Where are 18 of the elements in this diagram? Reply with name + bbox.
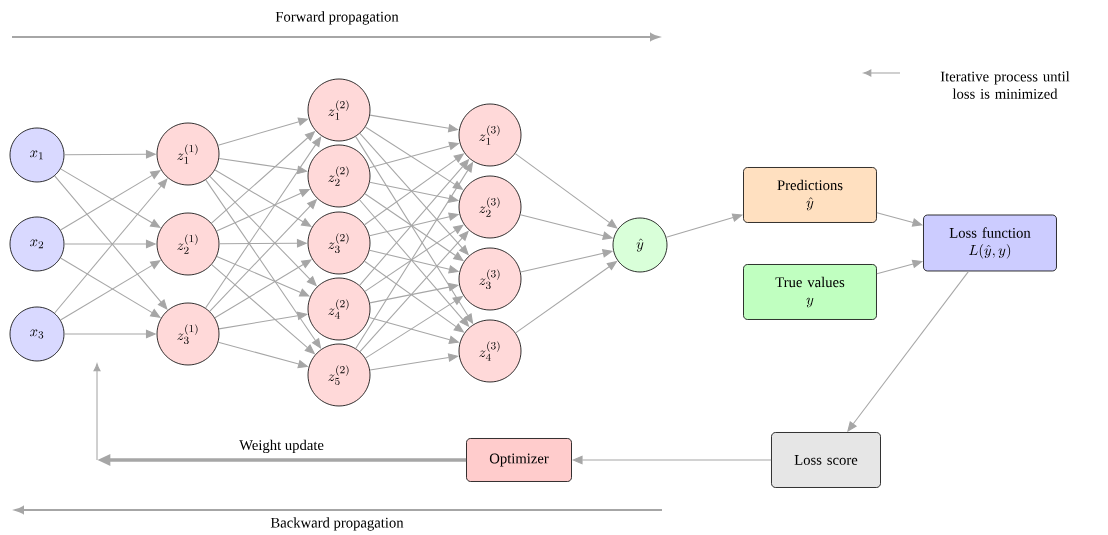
arrow: [217, 117, 309, 146]
caption-text: Forward propagation: [275, 11, 399, 25]
arrow: [218, 158, 308, 175]
arrow: [359, 230, 469, 353]
process-box: Loss function $L(\hat{y}, y)$: [923, 214, 1057, 272]
arrow: [369, 114, 459, 133]
arrow: [218, 311, 308, 330]
caption-text: Backward propagation: [270, 517, 404, 531]
arrow: [364, 224, 464, 292]
arrow: [514, 153, 618, 229]
process-box: Predictions $\hat{y}$: [743, 167, 877, 223]
process-box: True values $y$: [743, 264, 877, 320]
process-box: Optimizer: [466, 438, 572, 482]
arrow: [369, 353, 459, 371]
arrow: [205, 136, 322, 309]
edge-label: Weight update: [237, 438, 326, 455]
caption-text: Iterative process until loss is minimized: [940, 71, 1070, 99]
process-box: Loss score: [771, 432, 881, 488]
